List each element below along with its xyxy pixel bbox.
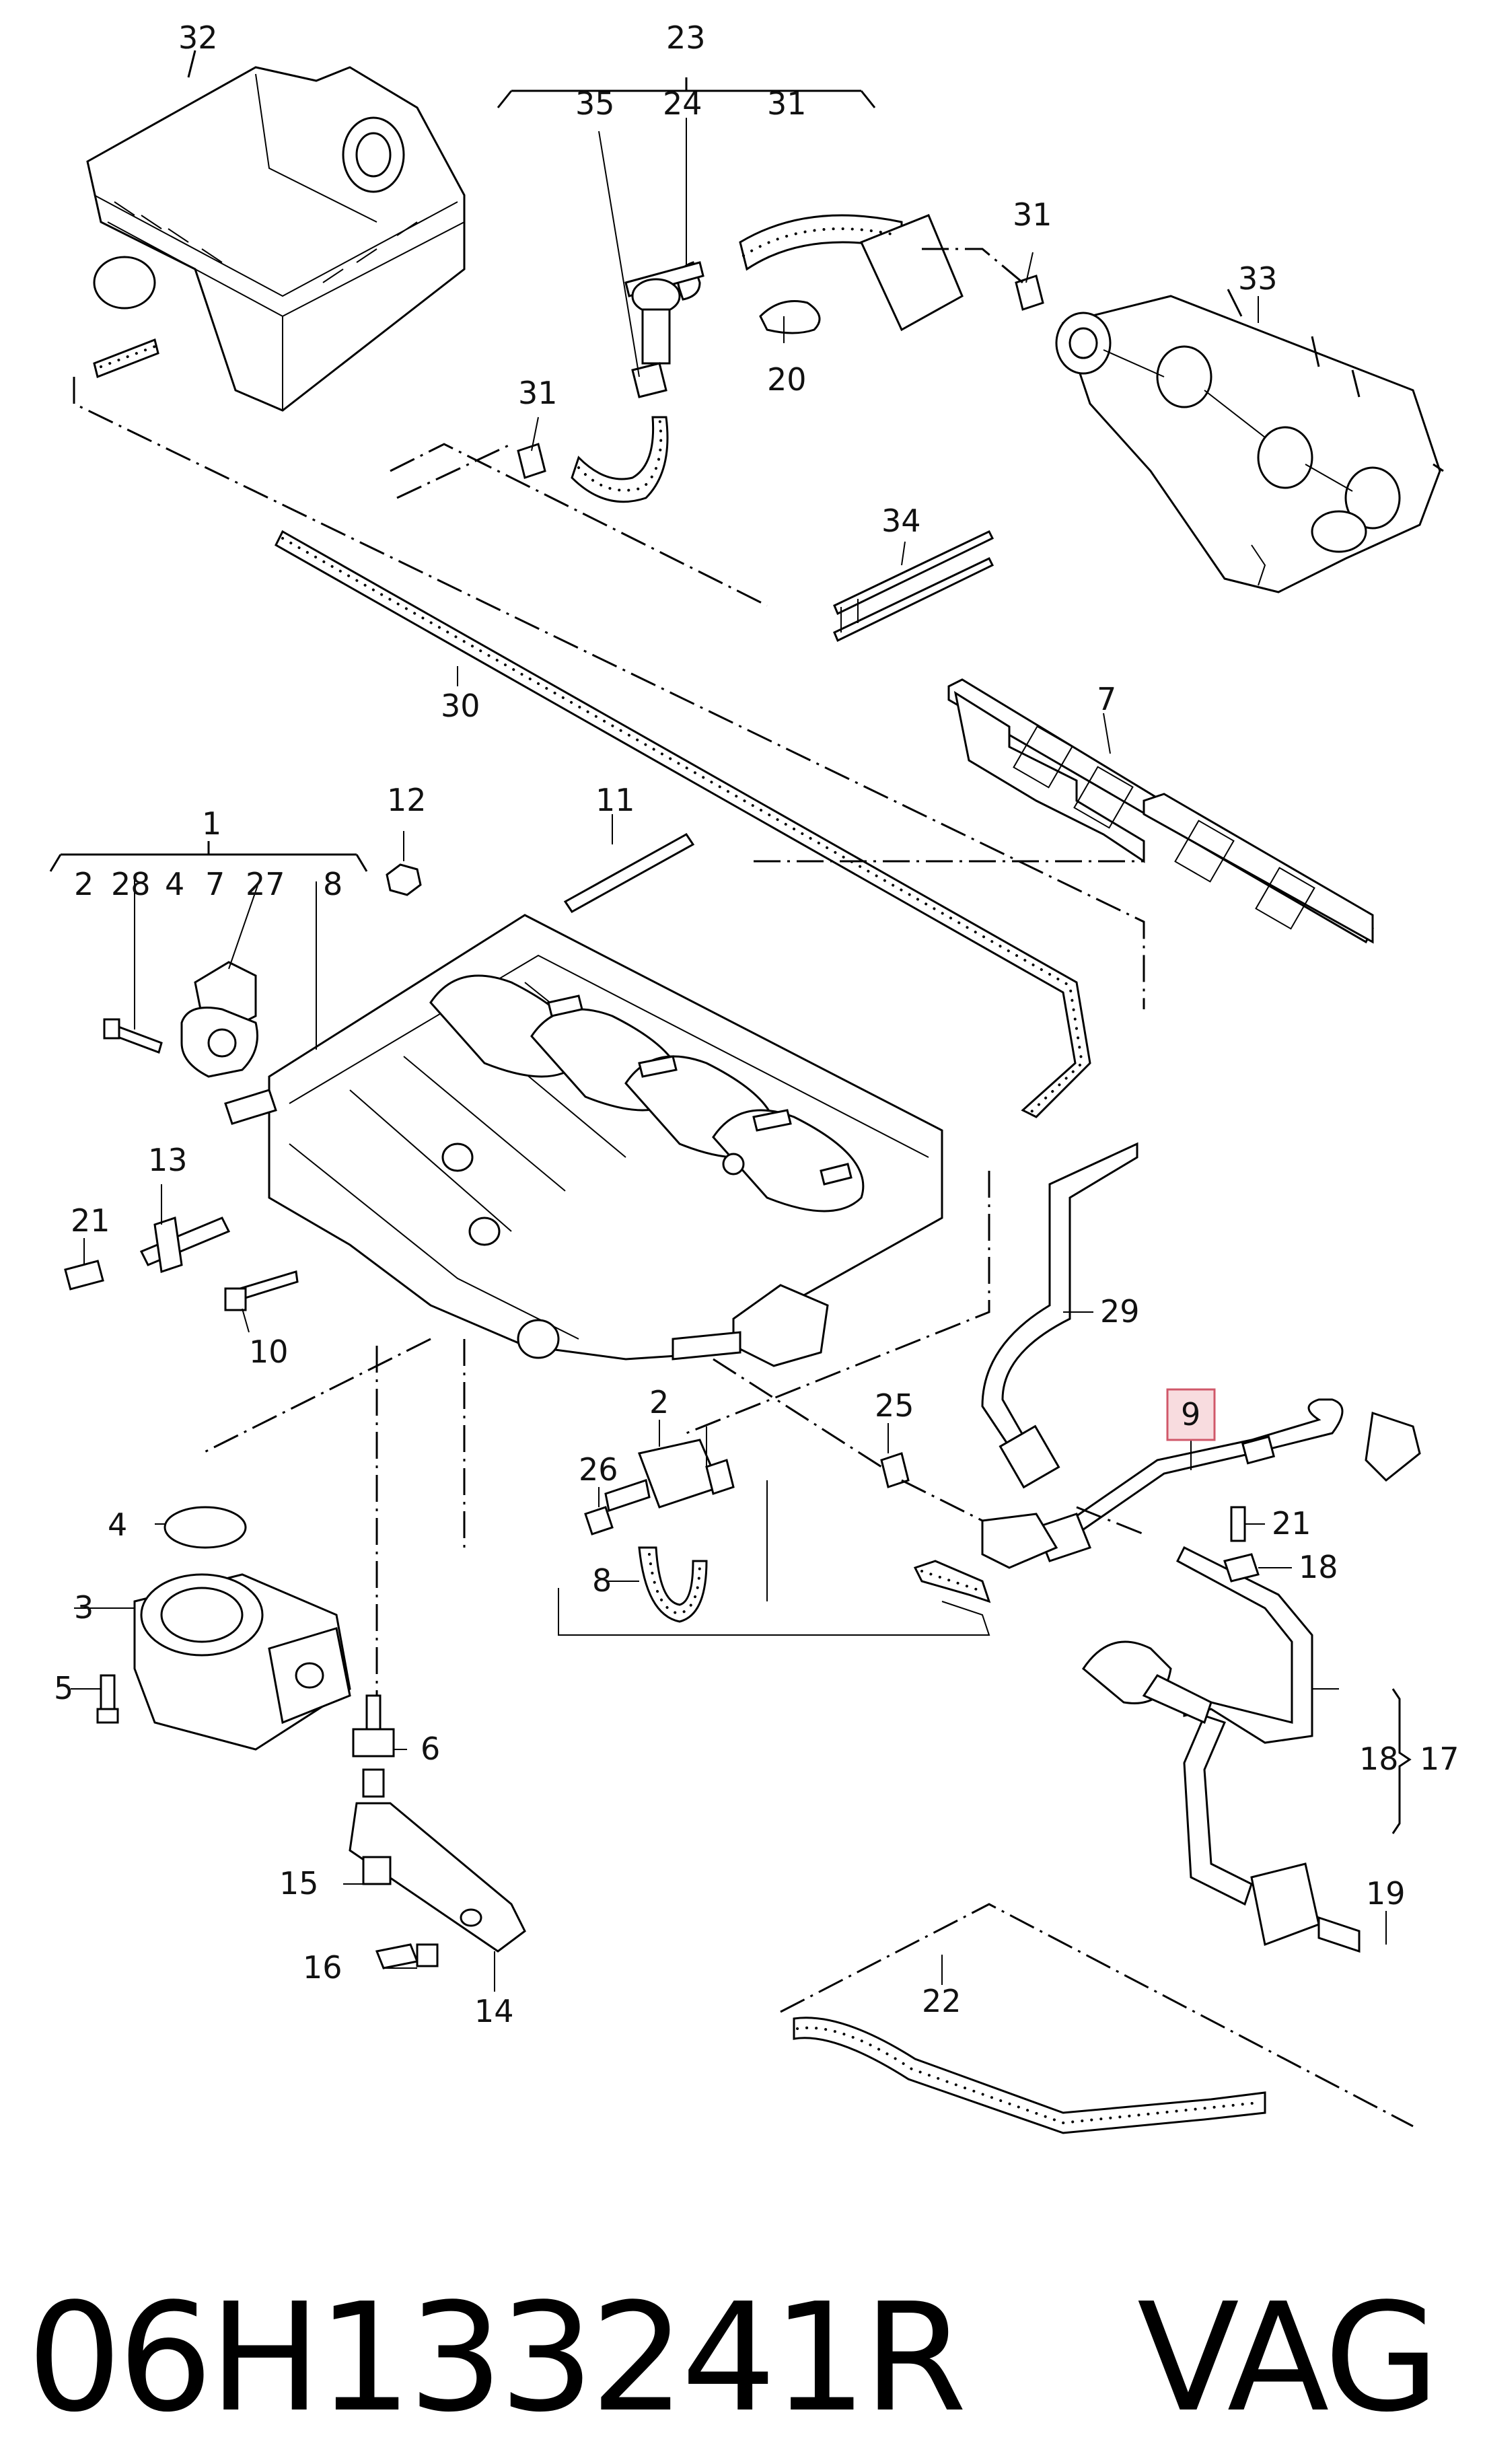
footer: 06H133241R VAG: [0, 2274, 1485, 2442]
label-18-bottom: 18: [1359, 1741, 1399, 1777]
label-16: 16: [303, 1949, 342, 1986]
label-13: 13: [148, 1142, 188, 1178]
braces: [49, 77, 1412, 1834]
nut: [386, 863, 422, 896]
label-35: 35: [575, 85, 615, 122]
stud: [563, 833, 695, 913]
vacuum-hose: [981, 1142, 1138, 1489]
label-18-top: 18: [1299, 1549, 1338, 1585]
screw: [103, 1018, 163, 1054]
breather-hose-assembly: [517, 214, 1044, 503]
label-2-center: 2: [649, 1384, 669, 1420]
label-21-left: 21: [71, 1202, 110, 1239]
label-7-left: 7: [205, 866, 225, 902]
screw: [96, 1674, 119, 1724]
part-number: 06H133241R: [27, 2272, 967, 2445]
leader-lines: [73, 248, 1414, 2128]
label-4-bottom: 4: [108, 1507, 127, 1543]
label-7-top: 7: [1097, 681, 1116, 717]
label-9: 9: [1181, 1396, 1200, 1433]
label-30: 30: [441, 688, 480, 724]
throttle-body: [133, 1573, 351, 1751]
label-26: 26: [579, 1451, 618, 1488]
label-17: 17: [1420, 1741, 1459, 1777]
label-31b: 31: [1013, 196, 1052, 233]
manifold-gasket: [947, 678, 1374, 944]
cable-ties: [833, 530, 994, 643]
pressure-sensor: [180, 961, 258, 1078]
air-filter-box: [86, 50, 466, 412]
label-5: 5: [54, 1670, 73, 1706]
label-25: 25: [875, 1387, 914, 1424]
label-28: 28: [111, 866, 151, 902]
mounting-bracket: [349, 1694, 526, 1969]
label-29: 29: [1100, 1293, 1140, 1330]
label-23: 23: [666, 20, 706, 56]
crankcase-breather-hose: [1035, 1398, 1421, 1562]
label-21-right: 21: [1272, 1505, 1311, 1542]
label-2-left: 2: [74, 866, 94, 902]
highlight-box-part-9: [1166, 1388, 1216, 1441]
label-32: 32: [178, 20, 218, 56]
label-1: 1: [202, 805, 221, 842]
part-labels: 32 23 35 24 31 31 33 20 31 34 30 7 1 11 …: [54, 20, 1459, 2029]
label-24: 24: [663, 85, 702, 122]
dotted-hoses: [93, 227, 1266, 2134]
solenoid-valve: [584, 1439, 735, 1623]
label-8-center: 8: [592, 1562, 612, 1599]
o-ring: [164, 1506, 247, 1549]
label-19: 19: [1366, 1875, 1406, 1912]
label-33: 33: [1238, 260, 1278, 297]
position-sensor: [64, 1217, 299, 1311]
label-20: 20: [767, 361, 807, 398]
label-6: 6: [421, 1731, 440, 1767]
connector-clamp: [880, 1452, 1058, 1569]
callout-lines: [71, 118, 1387, 1992]
label-34: 34: [881, 503, 921, 539]
brand-name: VAG: [1137, 2272, 1440, 2445]
exhaust-manifold: [1055, 289, 1444, 593]
label-27: 27: [246, 866, 285, 902]
label-4-left: 4: [165, 866, 184, 902]
coolant-hoses: [1082, 1506, 1361, 1953]
label-22: 22: [922, 1983, 962, 2019]
label-3: 3: [74, 1589, 94, 1626]
label-15: 15: [279, 1865, 319, 1901]
label-11: 11: [595, 782, 635, 818]
label-14: 14: [474, 1993, 514, 2029]
label-31a: 31: [767, 85, 807, 122]
label-10: 10: [249, 1334, 289, 1370]
label-12: 12: [387, 782, 427, 818]
label-8-left: 8: [323, 866, 342, 902]
label-31c: 31: [518, 375, 558, 411]
intake-manifold: [224, 914, 943, 1367]
